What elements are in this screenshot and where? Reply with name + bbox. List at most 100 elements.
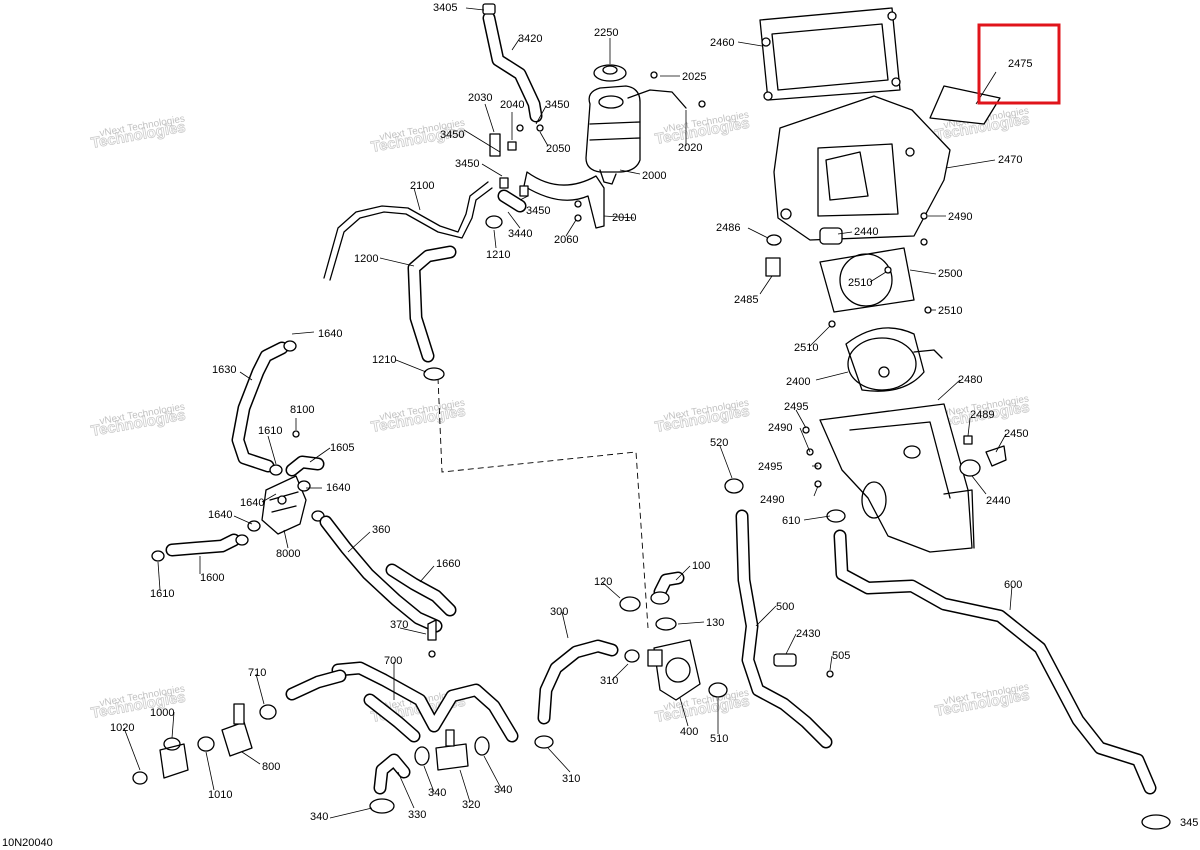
nut-2025 xyxy=(698,100,706,108)
clamp-3450-right xyxy=(519,185,529,197)
thermostat-housing-100 xyxy=(650,571,685,605)
clamp-3450 xyxy=(516,124,524,132)
callout-2485: 2485 xyxy=(734,294,758,306)
callout-360: 360 xyxy=(372,524,390,536)
callout-710: 710 xyxy=(248,667,266,679)
screw-2060a xyxy=(574,200,582,208)
clamp-1210 xyxy=(423,367,445,381)
callout-2470: 2470 xyxy=(998,154,1022,166)
nut-2040 xyxy=(507,141,517,151)
strap-2020 xyxy=(627,89,687,109)
screw-505 xyxy=(826,670,834,678)
callout-2400: 2400 xyxy=(786,376,810,388)
heater-valve-8000 xyxy=(261,475,307,535)
callout-1610-left: 1610 xyxy=(150,588,174,600)
callout-2490-low: 2490 xyxy=(760,494,784,506)
callout-2030: 2030 xyxy=(468,92,492,104)
clamp-130 xyxy=(655,617,677,631)
callout-600: 600 xyxy=(1004,579,1022,591)
connector-370 xyxy=(427,619,437,641)
callout-2489: 2489 xyxy=(970,409,994,421)
callout-1610-top: 1610 xyxy=(258,425,282,437)
callout-2025: 2025 xyxy=(682,71,706,83)
grille-2475 xyxy=(929,85,1001,125)
screw-8100 xyxy=(292,430,300,438)
fan-plate-2500 xyxy=(819,247,915,313)
callout-1640-mid: 1640 xyxy=(240,497,264,509)
callout-2060: 2060 xyxy=(554,234,578,246)
clamp-1640-end xyxy=(235,534,249,546)
clamp-1210-top xyxy=(485,215,503,229)
hose-500 xyxy=(735,509,833,749)
callout-3405: 3405 xyxy=(433,2,457,14)
screw-2490-top xyxy=(920,212,928,220)
clamp-1020 xyxy=(132,771,148,785)
clamp-310-mid xyxy=(624,649,640,663)
clamp-3450-lower xyxy=(499,177,509,189)
callout-2510-center: 2510 xyxy=(848,277,872,289)
callout-3450-left: 3450 xyxy=(455,158,479,170)
callout-2510-left: 2510 xyxy=(794,342,818,354)
water-pump-400 xyxy=(647,639,701,701)
callout-2440-right: 2440 xyxy=(986,495,1010,507)
clamp-340-left xyxy=(414,746,430,766)
fitting-800 xyxy=(221,703,253,757)
callout-370: 370 xyxy=(390,619,408,631)
clip-2430 xyxy=(773,653,797,667)
callout-330: 330 xyxy=(408,809,426,821)
hose-3440 xyxy=(497,189,527,213)
grommet-2486 xyxy=(766,234,782,246)
callout-3420: 3420 xyxy=(518,33,542,45)
callout-2040: 2040 xyxy=(500,99,524,111)
callout-510: 510 xyxy=(710,733,728,745)
callout-800: 800 xyxy=(262,761,280,773)
clamp-310-bottom xyxy=(534,735,554,749)
callout-2450: 3450 xyxy=(440,129,464,141)
hose-600 xyxy=(833,529,1157,795)
callout-2100: 2100 xyxy=(410,180,434,192)
screw-2060b xyxy=(574,214,582,222)
document-code: 10N20040 xyxy=(2,837,53,849)
callout-2510-right: 2510 xyxy=(938,305,962,317)
callout-520: 520 xyxy=(710,437,728,449)
clamp-710 xyxy=(259,704,277,720)
callout-2250: 2250 xyxy=(594,27,618,39)
callout-2450-right: 2450 xyxy=(1004,428,1028,440)
callout-310-bottom: 310 xyxy=(562,773,580,785)
callout-345: 345 xyxy=(1180,817,1198,829)
callout-610: 610 xyxy=(782,515,800,527)
callout-2490-top: 2490 xyxy=(948,211,972,223)
connection-dashed-line xyxy=(437,377,649,629)
pressure-cap-2250 xyxy=(593,64,627,82)
connector-1000 xyxy=(159,737,189,779)
clamp-610 xyxy=(826,509,846,523)
screw-2025 xyxy=(650,71,658,79)
bracket-2010 xyxy=(523,171,605,229)
clamp-1010 xyxy=(197,736,215,752)
clamp-1610 xyxy=(269,464,283,476)
callout-500: 500 xyxy=(776,601,794,613)
callout-1640-left: 1640 xyxy=(208,509,232,521)
callout-2050: 2050 xyxy=(546,143,570,155)
callout-1020: 1020 xyxy=(110,722,134,734)
screw-2050 xyxy=(536,124,544,132)
callout-1000: 1000 xyxy=(150,707,174,719)
fan-motor-2400 xyxy=(845,327,943,392)
callout-1210-top: 1210 xyxy=(486,249,510,261)
highlight-box-2475 xyxy=(977,23,1061,105)
callout-320: 320 xyxy=(462,799,480,811)
callout-1605: 1605 xyxy=(330,442,354,454)
radiator-2460 xyxy=(759,7,901,101)
hose-300 xyxy=(537,639,619,725)
callout-8000: 8000 xyxy=(276,548,300,560)
callout-2490-mid: 2490 xyxy=(768,422,792,434)
callout-1210: 1210 xyxy=(372,354,396,366)
clamp-340-right xyxy=(474,736,490,756)
callout-100: 100 xyxy=(692,560,710,572)
hose-1630 xyxy=(231,341,289,473)
hose-1200 xyxy=(407,245,457,363)
callout-2440-top: 2440 xyxy=(854,226,878,238)
hose-330 xyxy=(373,753,411,795)
fan-shroud-2470 xyxy=(773,95,951,241)
callout-1630: 1630 xyxy=(212,364,236,376)
